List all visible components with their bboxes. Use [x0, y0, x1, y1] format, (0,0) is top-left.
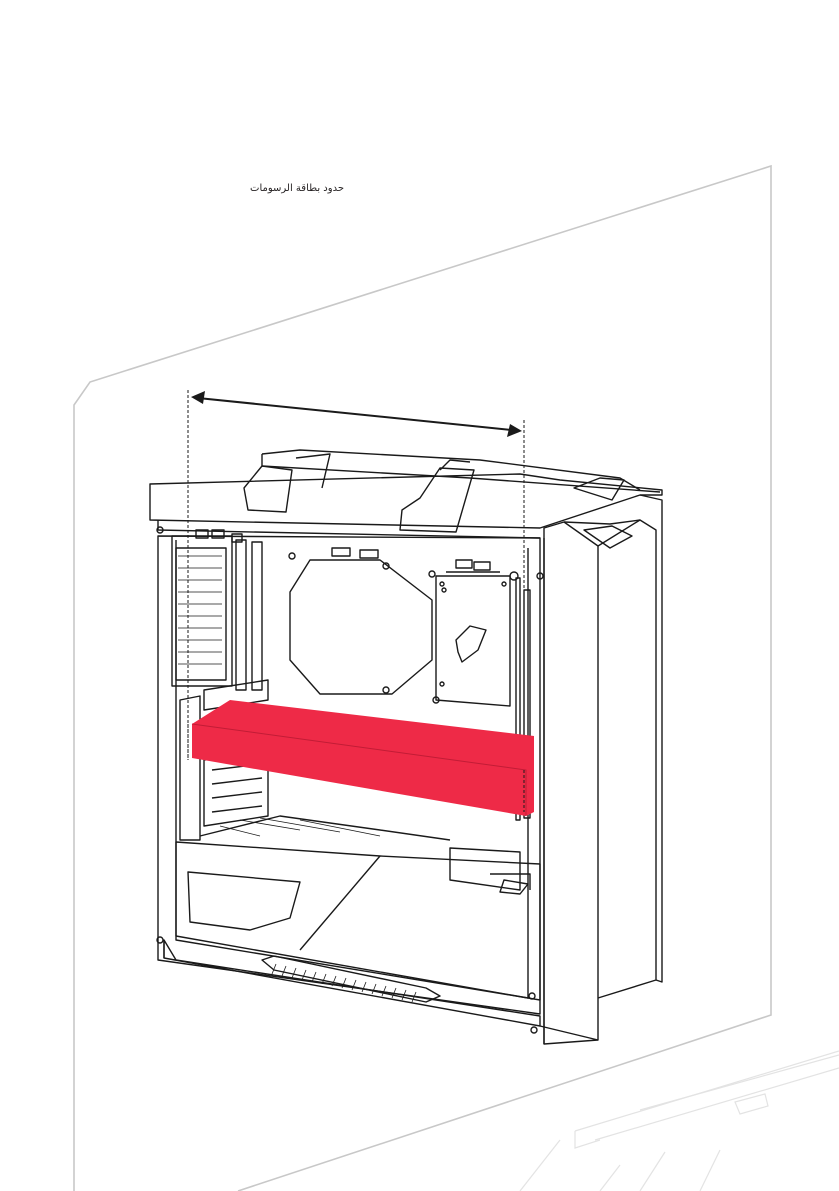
case-top-rail	[150, 474, 662, 528]
panel-outline	[74, 166, 771, 1191]
handle-left	[244, 466, 292, 512]
arrowhead-left-icon	[191, 391, 205, 404]
motherboard-cutout	[290, 560, 432, 694]
graphics-card-box	[188, 700, 534, 816]
psu-shroud	[176, 842, 540, 1000]
case-front-panel	[544, 522, 598, 1044]
decorative-corner-lines	[520, 1051, 839, 1191]
double-arrow-icon	[198, 398, 512, 430]
graphics-card-fill	[192, 700, 534, 816]
cable-cover-panel	[436, 576, 510, 706]
panel-frame	[74, 166, 771, 1191]
graphics-card-limits-caption: حدود بطاقة الرسومات	[236, 183, 344, 194]
logo-icon	[456, 626, 486, 662]
arrowhead-right-icon	[507, 424, 522, 437]
